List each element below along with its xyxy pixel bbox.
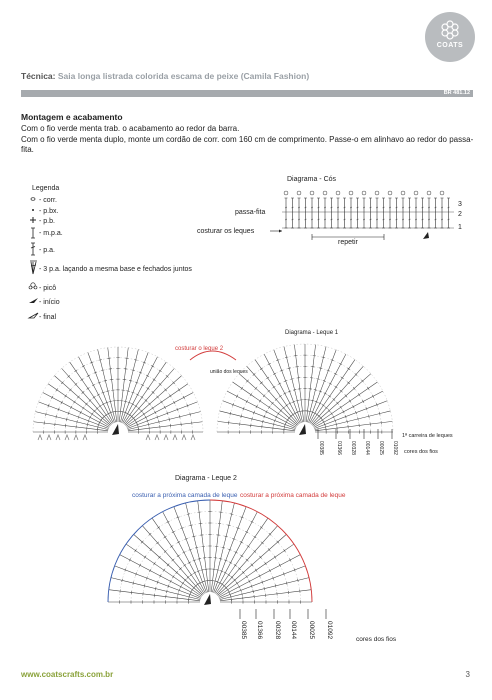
legend-pb: - p.b. (30, 217, 55, 225)
legend-inicio: - início (29, 298, 60, 306)
color-code-label: 00025 (378, 441, 384, 455)
pb-symbol-icon (30, 217, 36, 223)
reference-code: BR 481.12 (443, 90, 470, 96)
color-code-label: 00385 (318, 441, 324, 455)
legend-title: Legenda (32, 185, 59, 192)
color-code-label: 00328 (274, 621, 281, 639)
legend-label-pico: - picô (39, 285, 56, 292)
color-code-label: 01366 (336, 441, 342, 455)
tecnica-line: Técnica: Saia longa listrada colorida es… (21, 71, 309, 81)
cos-row-1: 1 (458, 224, 462, 231)
diagram-cos: Diagrama - Cós passa-fita costurar os le… (197, 176, 462, 246)
legend-mpa: - m.p.a. (31, 227, 63, 239)
leque1-label-uniao: união dos leques (210, 369, 248, 375)
tecnica-label: Técnica: (21, 71, 56, 81)
cos-label-passa-fita: passa-fita (235, 209, 265, 216)
mpa-symbol-icon (31, 227, 35, 239)
cos-row-3: 3 (458, 201, 462, 208)
logo-text: COATS (436, 42, 464, 49)
header-bar (21, 90, 473, 97)
page-number: 3 (465, 670, 470, 679)
legend-label-pbx: - p.bx. (39, 208, 59, 215)
legend-label-inicio: - início (39, 299, 60, 306)
color-code-label: 01366 (256, 621, 263, 639)
inicio-arrow-icon (29, 298, 38, 303)
footer-url[interactable]: www.coatscrafts.com.br (21, 670, 114, 679)
legend-corr: - corr. (30, 197, 57, 204)
cos-start-arrow-icon (423, 232, 429, 239)
tecnica-value: Saia longa listrada colorida escama de p… (57, 71, 310, 81)
leque1-label-carreira: 1ª carreira de leques (402, 432, 453, 439)
leque2-color-codes: 00385 01366 00328 00144 00025 01092 (239, 609, 333, 639)
cos-stitch-grid (282, 190, 454, 229)
final-arrow-icon (27, 312, 39, 319)
leque2-label-cores: cores dos fios (356, 636, 397, 643)
leque2-title: Diagrama - Leque 2 (175, 475, 237, 482)
cos-label-repetir: repetir (338, 239, 359, 246)
leque1-left-fan (32, 346, 237, 441)
color-code-label: 00144 (364, 441, 370, 455)
legend: Legenda - corr. - p.bx. - p.b. - m.p.a. … (27, 185, 192, 321)
pico-symbol-icon (30, 282, 36, 288)
diagram-leque-1: Diagrama - Leque 1 costurar o leque 2 un… (32, 330, 453, 455)
legend-pa: - p.a. (30, 242, 55, 256)
cos-label-costurar: costurar os leques (197, 228, 255, 235)
color-code-label: 00025 (308, 621, 315, 639)
logo-rings-icon (441, 20, 459, 40)
cos-title: Diagrama - Cós (287, 176, 337, 183)
3pa-symbol-icon (30, 260, 37, 275)
paragraph-1: Com o fio verde menta trab. o acabamento… (21, 124, 240, 133)
diagram-leque-2: Diagrama - Leque 2 costurar a próxima ca… (107, 475, 397, 643)
leque2-label-left: costurar a próxima camada de leque (132, 492, 238, 499)
legend-pico: - picô (28, 282, 56, 292)
legend-label-mpa: - m.p.a. (39, 230, 63, 237)
pbx-symbol-icon (32, 209, 34, 211)
corr-symbol-icon (30, 197, 36, 201)
coats-logo: COATS (425, 12, 475, 62)
paragraph-2: Com o fio verde menta duplo, monte um co… (21, 135, 474, 154)
color-code-label: 01092 (392, 441, 398, 455)
legend-final: - final (27, 312, 57, 321)
legend-label-pa: - p.a. (39, 247, 55, 254)
leque1-right-fan (216, 343, 394, 435)
leque1-color-codes: 00385 01366 00328 00144 00025 01092 (317, 429, 398, 455)
leque1-title: Diagrama - Leque 1 (285, 330, 339, 336)
legend-label-pb: - p.b. (39, 218, 55, 225)
legend-3pa: - 3 p.a. laçando a mesma base e fechados… (30, 260, 192, 275)
legend-pbx: - p.bx. (32, 208, 59, 215)
cos-row-2: 2 (458, 211, 462, 218)
color-code-label: 00328 (350, 441, 356, 455)
leque1-label-cores: cores dos fios (404, 449, 438, 455)
legend-label-corr: - corr. (39, 197, 57, 204)
color-code-label: 00144 (290, 621, 297, 639)
color-code-label: 01092 (326, 621, 333, 639)
pa-symbol-icon (30, 242, 36, 256)
legend-label-3pa: - 3 p.a. laçando a mesma base e fechados… (39, 266, 192, 273)
leque2-fan (107, 499, 313, 605)
leque2-label-right: costurar a próxima camada de leque (240, 492, 346, 499)
leque1-label-costurar: costurar o leque 2 (175, 346, 224, 352)
section-heading: Montagem e acabamento (21, 112, 123, 122)
color-code-label: 00385 (240, 621, 247, 639)
legend-label-final: - final (39, 314, 57, 321)
